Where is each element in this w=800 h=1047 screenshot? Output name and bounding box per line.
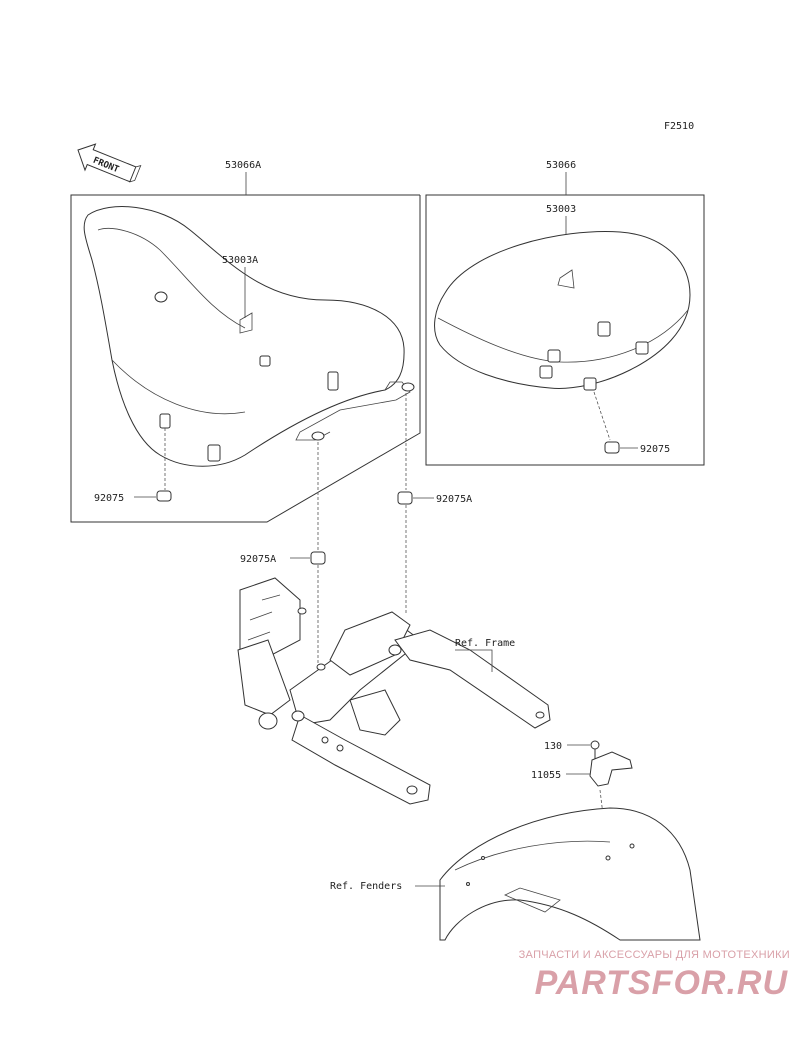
label-53066A: 53066A <box>225 160 261 171</box>
bolt-130 <box>590 740 600 750</box>
label-ref-fenders: Ref. Fenders <box>330 881 402 892</box>
label-92075A-right: 92075A <box>436 494 472 505</box>
front-seat-box <box>70 194 421 523</box>
rear-seat-box <box>425 194 705 466</box>
rear-fender: Ref. Fenders <box>330 807 701 941</box>
figure-code: F2510 <box>664 121 694 132</box>
label-53003A: 53003A <box>222 255 258 266</box>
label-11055: 11055 <box>531 770 561 781</box>
front-arrow-icon: FRONT <box>77 143 142 183</box>
rear-seat-group: 53066 53003 92075 <box>425 160 705 466</box>
label-92075-front: 92075 <box>94 493 124 504</box>
damper-rear-seat <box>604 441 620 454</box>
label-53066: 53066 <box>546 160 576 171</box>
bracket-11055 <box>589 751 633 787</box>
front-seat-group: 53066A 53003A 92075 <box>70 160 421 523</box>
rear-seat-cushion <box>434 231 691 389</box>
damper-front-seat <box>156 490 172 502</box>
front-seat-cushion <box>83 206 405 467</box>
damper-frame-left <box>310 551 326 565</box>
label-92075A-left: 92075A <box>240 554 276 565</box>
watermark-caption: ЗАПЧАСТИ И АКСЕССУАРЫ ДЛЯ МОТОТЕХНИКИ <box>518 949 790 961</box>
damper-frame-right <box>397 491 413 505</box>
label-130: 130 <box>544 741 562 752</box>
label-53003: 53003 <box>546 204 576 215</box>
watermark-logo: PARTSFOR.RU <box>534 964 788 1002</box>
label-92075-rear: 92075 <box>640 444 670 455</box>
bracket-assembly: 130 11055 <box>531 740 633 857</box>
label-ref-frame: Ref. Frame <box>455 638 515 649</box>
rear-frame: Ref. Frame <box>237 577 551 805</box>
